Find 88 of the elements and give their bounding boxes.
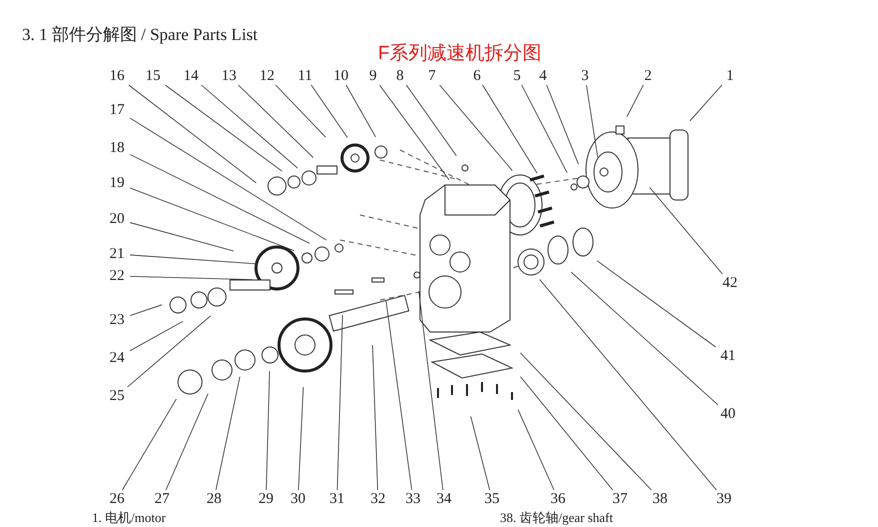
callout-number: 30 <box>290 492 306 506</box>
leader-line <box>310 84 348 138</box>
callout-number: 39 <box>716 492 732 506</box>
leader-line <box>130 188 294 252</box>
callout-number: 16 <box>110 68 124 84</box>
leader-line <box>346 84 376 138</box>
callout-number: 10 <box>334 68 348 84</box>
leader-line <box>386 300 412 490</box>
leader-line <box>518 409 554 490</box>
callout-number: 42 <box>722 276 738 290</box>
callout-number: 8 <box>396 68 404 84</box>
leader-line <box>216 376 240 490</box>
leader-line <box>298 386 304 490</box>
leader-line <box>690 84 722 122</box>
leader-line <box>127 315 212 388</box>
leader-line <box>521 84 568 174</box>
leader-line <box>164 84 282 172</box>
callout-number: 35 <box>484 492 500 506</box>
callout-number: 27 <box>154 492 170 506</box>
leader-line <box>570 272 718 406</box>
callout-number: 25 <box>110 388 124 404</box>
callout-number: 21 <box>110 246 124 262</box>
callout-number: 32 <box>370 492 386 506</box>
leader-line <box>586 84 598 158</box>
leader-line <box>520 352 652 490</box>
callout-number: 34 <box>436 492 452 506</box>
leader-line <box>418 290 444 490</box>
callout-number: 33 <box>406 492 420 506</box>
callout-number: 17 <box>110 102 124 118</box>
callout-number: 15 <box>146 68 160 84</box>
leader-line <box>275 84 326 138</box>
callout-number: 7 <box>428 68 436 84</box>
leader-line <box>130 154 310 244</box>
leader-line <box>336 314 343 490</box>
leader-line <box>130 254 258 264</box>
diagram-heading: F系列减速机拆分图 <box>378 44 542 63</box>
callout-number: 41 <box>720 348 736 364</box>
leader-line <box>520 376 614 490</box>
callout-number: 13 <box>222 68 236 84</box>
leader-line <box>649 187 723 274</box>
leader-line <box>166 393 208 490</box>
callout-number: 5 <box>513 68 521 84</box>
callout-number: 37 <box>612 492 628 506</box>
callout-number: 3 <box>581 68 589 84</box>
page-title: 3. 1 部件分解图 / Spare Parts List <box>22 24 258 46</box>
leader-line <box>539 279 717 490</box>
leader-line <box>406 84 457 156</box>
callout-number: 6 <box>473 68 481 84</box>
parts-list-entry: 1. 电机/motor <box>92 511 166 524</box>
leader-line <box>372 344 378 490</box>
leader-line <box>470 416 490 490</box>
callout-number: 29 <box>258 492 274 506</box>
callout-number: 2 <box>644 68 652 84</box>
leader-line <box>122 398 177 490</box>
callout-number: 14 <box>184 68 198 84</box>
callout-number: 24 <box>110 350 124 366</box>
leader-line <box>201 84 298 169</box>
callout-number: 40 <box>720 406 736 422</box>
callout-number: 11 <box>298 68 312 84</box>
callout-number: 28 <box>206 492 222 506</box>
callout-number: 26 <box>110 492 124 506</box>
leader-line <box>546 84 579 164</box>
callout-number: 36 <box>550 492 566 506</box>
leader-line <box>130 118 327 240</box>
leader-line <box>238 84 314 158</box>
callout-number: 1 <box>726 68 734 84</box>
callout-number: 18 <box>110 140 124 156</box>
callout-number: 19 <box>110 176 124 190</box>
callout-number: 38 <box>652 492 668 506</box>
callout-number: 12 <box>260 68 274 84</box>
leader-line <box>266 370 270 490</box>
callout-number: 22 <box>110 268 124 284</box>
leader-line <box>130 320 184 352</box>
leader-line <box>379 84 450 180</box>
callout-number: 9 <box>369 68 377 84</box>
leader-line <box>130 222 234 252</box>
leader-line <box>482 84 538 174</box>
callout-number: 20 <box>110 212 124 226</box>
callout-number: 4 <box>539 68 547 84</box>
leader-line <box>626 84 644 118</box>
callout-number: 23 <box>110 312 124 328</box>
leader-line <box>130 304 162 316</box>
parts-list-entry: 38. 齿轮轴/gear shaft <box>500 511 614 524</box>
leader-line <box>128 84 256 184</box>
callout-number: 31 <box>330 492 344 506</box>
leader-line <box>439 84 513 171</box>
leader-line <box>596 260 716 348</box>
leader-line <box>130 276 252 280</box>
